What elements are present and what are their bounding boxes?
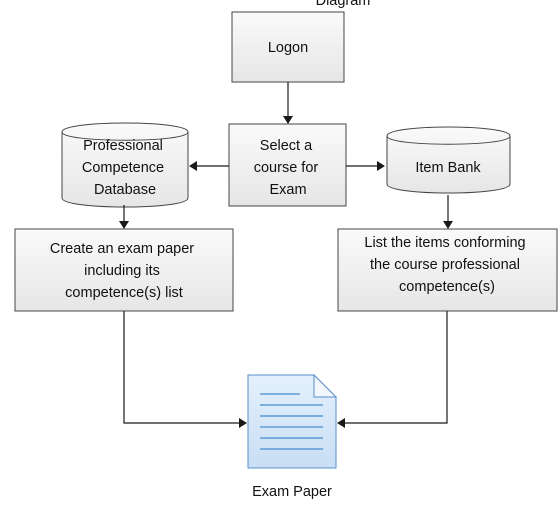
create-exam-line-1: Create an exam paper <box>50 241 194 257</box>
select-course-line-1: Select a <box>260 138 313 154</box>
select-course-node: Select a course for Exam <box>228 123 347 207</box>
arrow-logon-to-select <box>283 82 293 124</box>
arrow-select-to-competence-db <box>189 161 229 171</box>
list-items-line-2: the course professional <box>370 257 520 273</box>
arrow-list-items-to-exam-paper <box>337 311 448 428</box>
item-bank-node: Item Bank <box>386 126 511 194</box>
logon-node: Logon <box>231 11 345 83</box>
competence-database-node: Professional Competence Database <box>61 122 189 208</box>
logon-label: Logon <box>268 40 308 56</box>
list-items-line-3: competence(s) <box>399 279 495 295</box>
competence-database-line-2: Competence <box>82 160 164 176</box>
header-fragment-text: Diagram <box>315 0 371 9</box>
item-bank-label: Item Bank <box>415 160 481 176</box>
create-exam-label: Create an exam paper including its compe… <box>50 241 198 301</box>
header-fragment: Diagram <box>0 0 558 10</box>
create-exam-node: Create an exam paper including its compe… <box>14 228 234 312</box>
competence-database-line-1: Professional <box>83 138 163 154</box>
select-course-line-3: Exam <box>269 182 306 198</box>
competence-database-label: Professional Competence Database <box>82 138 168 198</box>
arrow-create-exam-to-exam-paper <box>123 311 247 428</box>
exam-paper-label: Exam Paper <box>252 484 332 500</box>
list-items-label: List the items conforming the course pro… <box>364 235 529 295</box>
arrow-select-to-item-bank <box>346 161 385 171</box>
list-items-line-1: List the items conforming <box>364 235 525 251</box>
arrow-item-bank-to-list-items <box>443 195 453 229</box>
create-exam-line-3: competence(s) list <box>65 285 183 301</box>
list-items-node: List the items conforming the course pro… <box>337 228 558 312</box>
document-icon <box>247 373 338 469</box>
arrow-competence-db-to-create-exam <box>119 205 129 229</box>
exam-paper-node: Exam Paper <box>247 373 338 500</box>
select-course-line-2: course for <box>254 160 319 176</box>
competence-database-line-3: Database <box>94 182 156 198</box>
create-exam-line-2: including its <box>84 263 160 279</box>
select-course-label: Select a course for Exam <box>254 138 323 198</box>
